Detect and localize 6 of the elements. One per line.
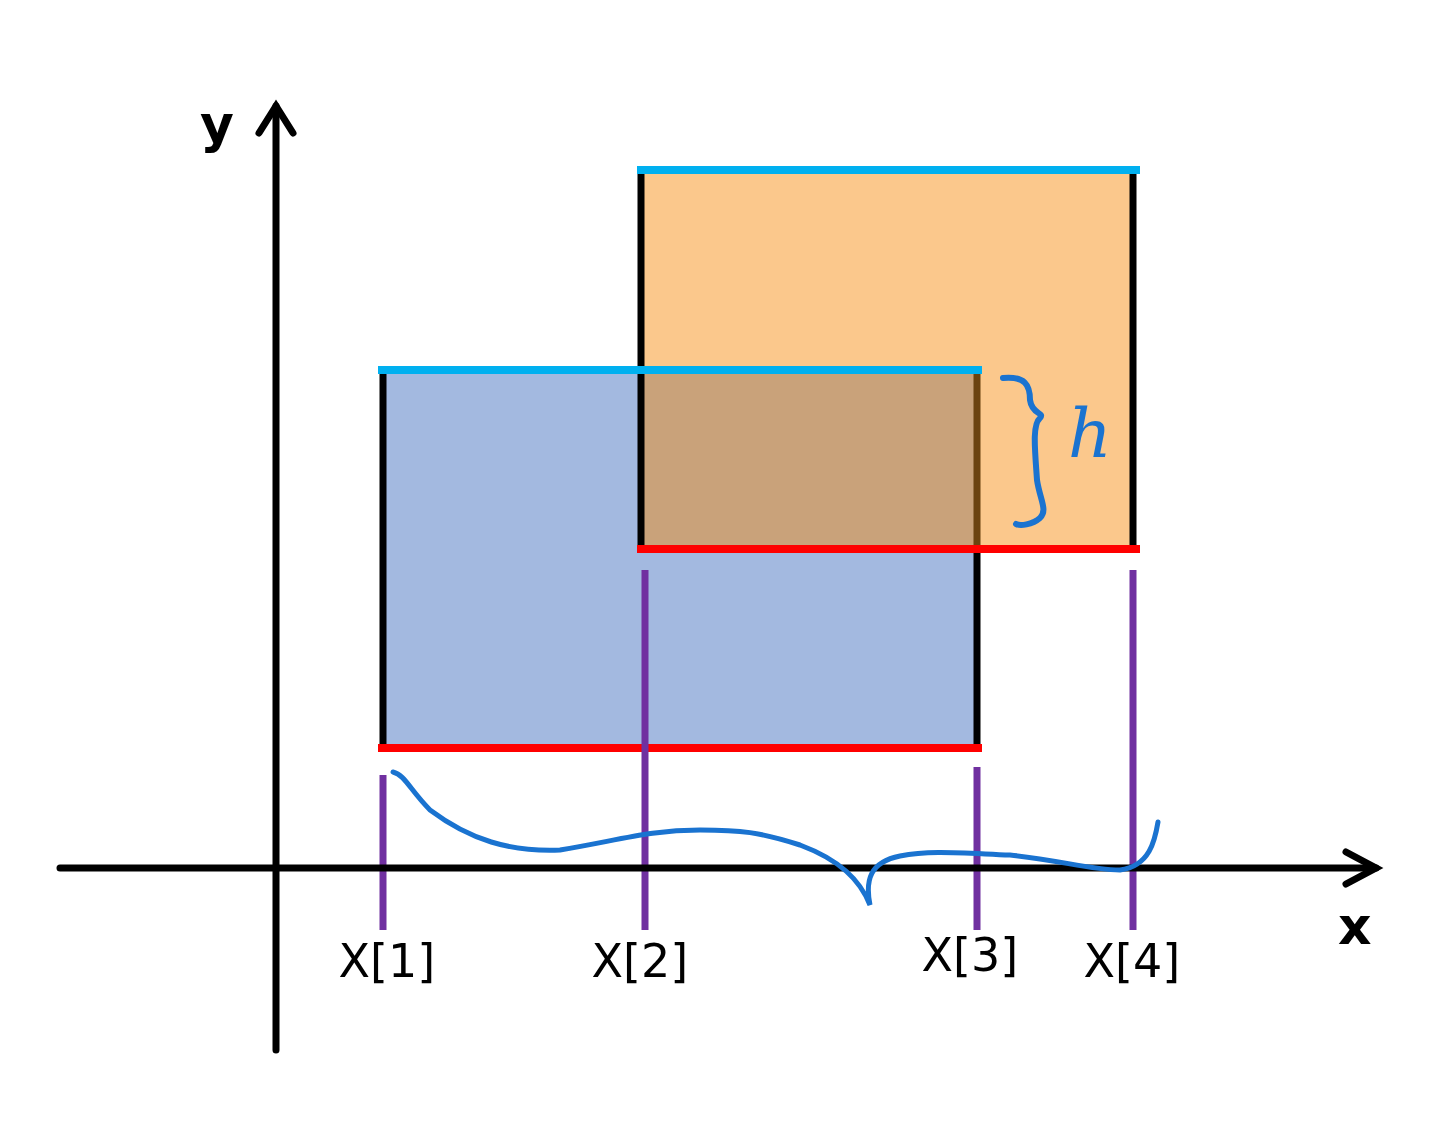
tick-label: X[1]: [338, 938, 436, 984]
tick-label: X[4]: [1083, 938, 1181, 984]
tick-label: X[3]: [921, 932, 1019, 978]
tick-label: X[2]: [591, 938, 689, 984]
handwritten-label: h: [1068, 400, 1112, 468]
axis-label: x: [1338, 900, 1372, 952]
